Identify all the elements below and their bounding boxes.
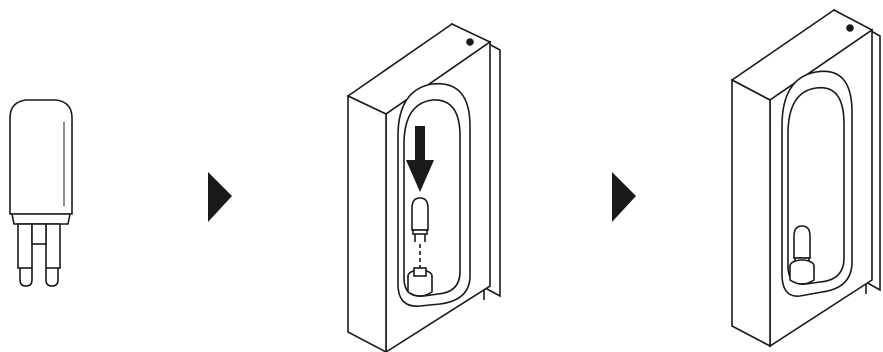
installed-bulb-glass (794, 226, 810, 258)
step-2-fitting (348, 24, 500, 352)
screw-hole (467, 39, 473, 45)
small-bulb-base (413, 230, 427, 234)
triangle-right-icon (612, 172, 636, 222)
socket-body (408, 276, 432, 296)
screw-hole (847, 25, 853, 31)
bulb-pin-left (18, 224, 32, 268)
recess-inner (404, 100, 460, 296)
bulb-pin-core (32, 224, 46, 244)
step-1-bulb (10, 100, 72, 286)
bulb-glass (10, 100, 72, 214)
socket-body (790, 266, 814, 284)
box-front (732, 80, 770, 346)
socket-clip (414, 268, 426, 276)
step-3-fitting (732, 10, 880, 346)
bulb-base (12, 214, 70, 224)
triangle-right-icon (208, 172, 232, 222)
bulb-wire-right (46, 268, 58, 286)
bulb-pin-right (46, 224, 60, 268)
bulb-wire-left (20, 268, 32, 286)
small-bulb-glass (412, 198, 428, 230)
box-front (348, 96, 386, 352)
